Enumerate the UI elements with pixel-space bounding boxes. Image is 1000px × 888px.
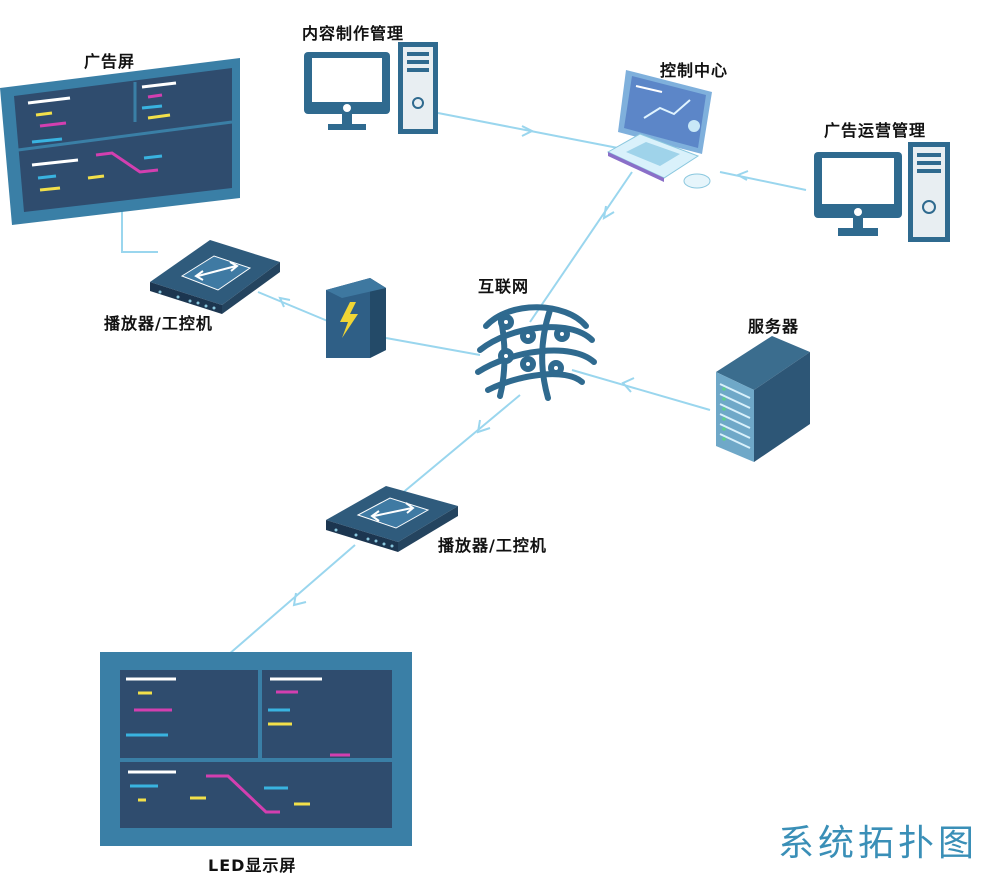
arrow-icon: [292, 592, 307, 607]
ad-ops-mgmt-label: 广告运营管理: [824, 121, 927, 140]
arrow-icon: [476, 419, 491, 434]
diagram-title: 系统拓扑图: [778, 823, 979, 864]
arrow-icon: [278, 296, 291, 308]
content-pc-icon: [304, 42, 438, 134]
content-mgmt-label: 内容制作管理: [302, 24, 405, 43]
led-screen-label: LED显示屏: [208, 856, 297, 875]
internet-globe-icon: [475, 304, 597, 401]
control-center-icon: [606, 70, 712, 189]
connection-lines: [121, 112, 807, 656]
link-control-to-internet: [529, 171, 633, 323]
player-bottom-icon: [326, 486, 458, 552]
power-cabinet-icon: [326, 278, 386, 358]
link-server-to-internet: [571, 369, 711, 411]
player-top-icon: [150, 240, 280, 314]
server-rack-icon: [716, 336, 810, 462]
link-ops-to-control: [719, 171, 807, 191]
ad-screen-icon: [0, 58, 240, 225]
ad-screen-label: 广告屏: [84, 52, 136, 71]
control-center-label: 控制中心: [660, 61, 729, 80]
link-content-to-control: [437, 112, 619, 149]
server-label: 服务器: [748, 317, 800, 336]
arrow-icon: [735, 170, 749, 181]
link-power-to-player: [257, 291, 331, 323]
player-top-label: 播放器/工控机: [104, 314, 213, 333]
arrow-icon: [521, 125, 535, 137]
arrow-icon: [621, 377, 635, 393]
arrow-icon: [602, 205, 615, 220]
led-screen-icon: [100, 652, 412, 846]
arrowheads: [278, 125, 749, 607]
link-player2-to-led: [227, 544, 356, 656]
link-internet-to-power: [385, 337, 481, 356]
internet-label: 互联网: [478, 277, 530, 296]
ad-ops-pc-icon: [814, 142, 950, 242]
link-internet-to-player2: [399, 394, 521, 496]
link-screen-to-player: [121, 198, 158, 253]
player-bottom-label: 播放器/工控机: [438, 536, 547, 555]
